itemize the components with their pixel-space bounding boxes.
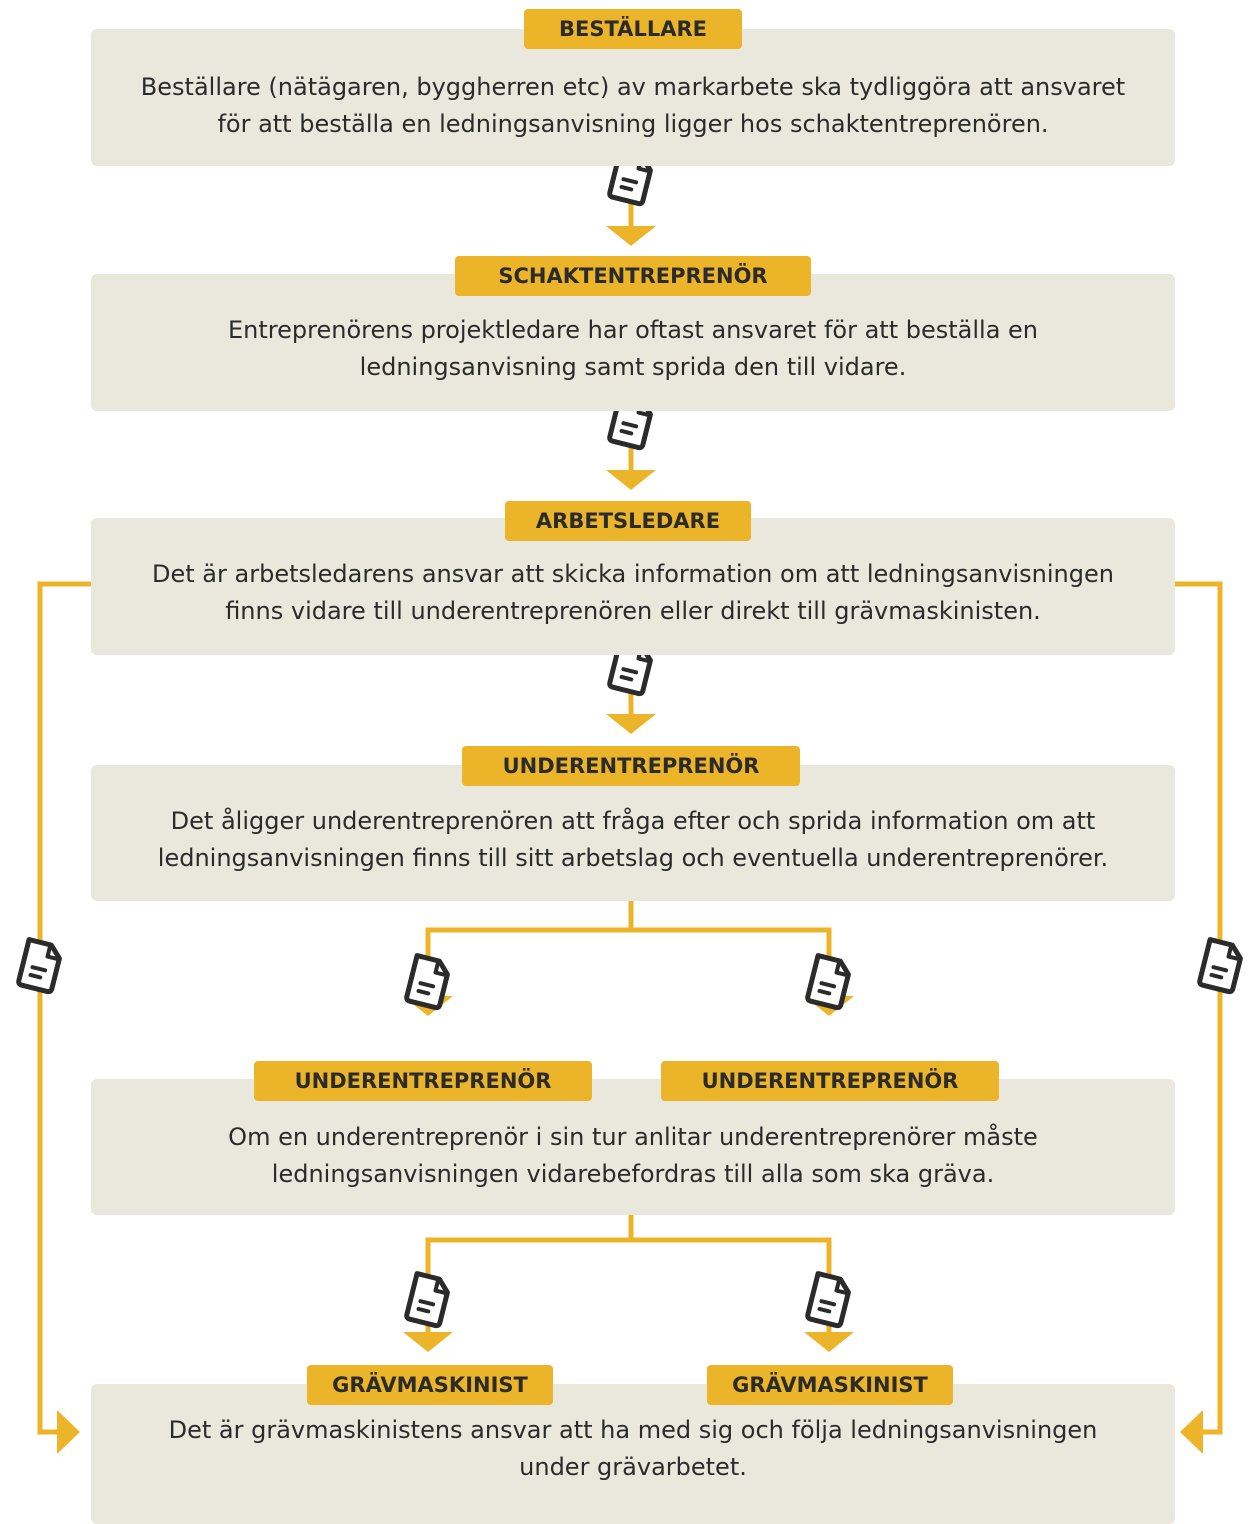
role-label-underentreprenor: UNDERENTREPRENÖR	[462, 746, 800, 786]
role-label-arbetsledare: ARBETSLEDARE	[505, 501, 751, 541]
role-label-gravmaskinist-right: GRÄVMASKINIST	[707, 1365, 953, 1405]
step-text-line: Det är arbetsledarens ansvar att skicka …	[152, 560, 1114, 588]
document-icon	[805, 953, 851, 1011]
branch-line-right-upper	[631, 927, 832, 996]
arrowhead-right	[1180, 1410, 1203, 1454]
role-label-underentreprenor-right: UNDERENTREPRENÖR	[661, 1061, 999, 1101]
step-text: Beställare (nätägaren, byggherren etc) a…	[91, 69, 1175, 143]
step-text-line: Det är grävmaskinistens ansvar att ha me…	[168, 1416, 1098, 1444]
step-text-line: ledningsanvisning samt sprida den till v…	[359, 353, 907, 381]
arrowhead-3	[606, 714, 656, 734]
arrowhead-1	[606, 226, 656, 246]
role-label-schaktentreprenor: SCHAKTENTREPRENÖR	[455, 256, 811, 296]
document-icon	[1197, 937, 1243, 995]
step-text-line: Det åligger underentreprenören att fråga…	[170, 807, 1096, 835]
step-text-line: ledningsanvisningen vidarebefordras till…	[271, 1160, 995, 1188]
arrowhead-5a	[403, 1332, 453, 1352]
step-box-underentreprenor: Det åligger underentreprenören att fråga…	[91, 765, 1175, 901]
step-text-line: för att beställa en ledningsanvisning li…	[217, 110, 1049, 138]
branch-line-right-lower	[631, 1237, 832, 1332]
branch-line-left-upper	[425, 900, 634, 996]
branch-line-left-lower	[425, 1214, 634, 1332]
step-text-line: finns vidare till underentreprenören ell…	[225, 597, 1041, 625]
arrowhead-left	[57, 1410, 80, 1454]
document-icon	[805, 1271, 851, 1329]
step-box-bestallare: Beställare (nätägaren, byggherren etc) a…	[91, 29, 1175, 166]
step-text: Det är arbetsledarens ansvar att skicka …	[91, 556, 1175, 630]
step-text-line: Entreprenörens projektledare har oftast …	[228, 316, 1038, 344]
step-text-line: Beställare (nätägaren, byggherren etc) a…	[140, 73, 1126, 101]
arrowhead-2	[606, 470, 656, 490]
document-icon	[404, 953, 450, 1011]
document-icon	[16, 937, 62, 995]
step-text-line: Om en underentreprenör i sin tur anlitar…	[228, 1123, 1038, 1151]
step-box-sub-underentreprenorer: Om en underentreprenör i sin tur anlitar…	[91, 1079, 1175, 1215]
connector-lines	[37, 165, 1223, 1435]
step-text-line: under grävarbetet.	[519, 1453, 747, 1481]
role-label-bestallare: BESTÄLLARE	[524, 9, 742, 49]
role-label-underentreprenor-left: UNDERENTREPRENÖR	[254, 1061, 592, 1101]
step-text: Entreprenörens projektledare har oftast …	[91, 312, 1175, 386]
step-text: Om en underentreprenör i sin tur anlitar…	[91, 1119, 1175, 1193]
step-text: Det åligger underentreprenören att fråga…	[91, 803, 1175, 877]
bypass-line-left	[37, 581, 91, 1435]
step-text: Det är grävmaskinistens ansvar att ha me…	[91, 1412, 1175, 1486]
step-box-schaktentreprenor: Entreprenörens projektledare har oftast …	[91, 274, 1175, 411]
role-label-gravmaskinist-left: GRÄVMASKINIST	[307, 1365, 553, 1405]
document-icon	[404, 1271, 450, 1329]
bypass-line-right	[1175, 581, 1223, 1435]
step-box-gravmaskinist: Det är grävmaskinistens ansvar att ha me…	[91, 1384, 1175, 1524]
arrowhead-5b	[804, 1332, 854, 1352]
step-text-line: ledningsanvisningen finns till sitt arbe…	[157, 844, 1109, 872]
